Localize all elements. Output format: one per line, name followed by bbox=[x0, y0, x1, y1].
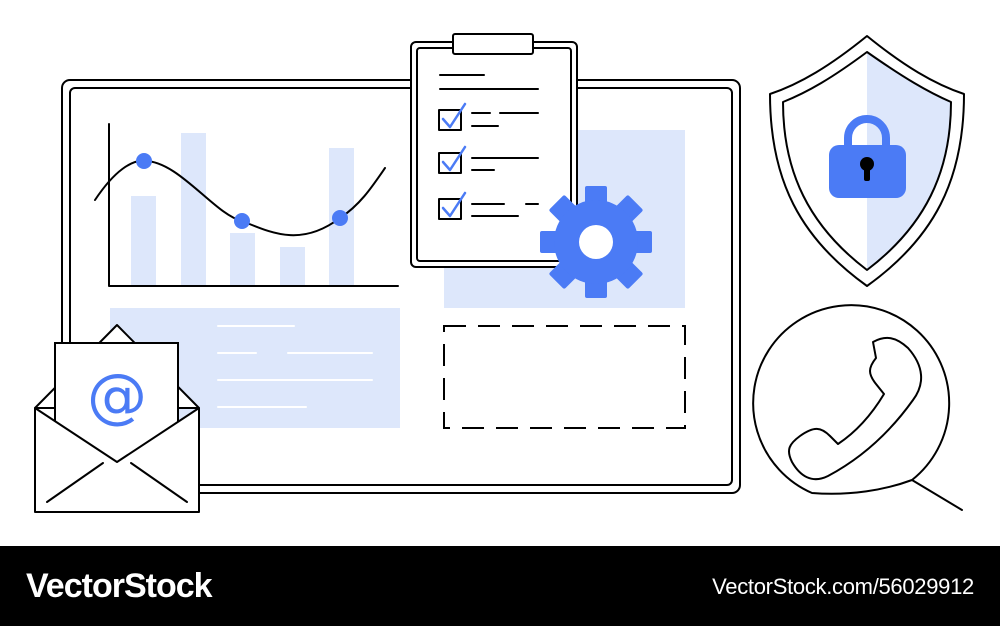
gear-icon bbox=[540, 186, 652, 298]
checklist-clipboard-icon bbox=[410, 33, 578, 268]
envelope-email-icon: @ bbox=[34, 324, 200, 513]
check-mark-icon bbox=[441, 145, 467, 172]
chart-axes bbox=[108, 123, 399, 287]
chart-bar bbox=[181, 133, 206, 286]
shield-lock-icon bbox=[769, 35, 965, 287]
check-mark-icon bbox=[441, 191, 467, 218]
phone-chat-bubble-icon bbox=[752, 304, 963, 511]
chart-bar bbox=[131, 196, 156, 286]
chart-point bbox=[332, 210, 348, 226]
brand-logo-text: VectorStock bbox=[26, 567, 213, 605]
chart-bar bbox=[280, 247, 305, 286]
check-mark-icon bbox=[441, 102, 467, 129]
dashed-placeholder bbox=[443, 325, 686, 429]
chart-point bbox=[234, 213, 250, 229]
chart-bar bbox=[230, 233, 255, 286]
stock-id-url: VectorStock.com/56029912 bbox=[712, 574, 974, 599]
padlock-icon bbox=[829, 115, 906, 198]
at-sign-icon: @ bbox=[87, 361, 147, 431]
chart-point bbox=[136, 153, 152, 169]
footer-bar: VectorStock VectorStock.com/56029912 bbox=[0, 546, 1000, 626]
illustration: @ bbox=[34, 33, 965, 513]
line-chart-icon bbox=[94, 123, 399, 287]
